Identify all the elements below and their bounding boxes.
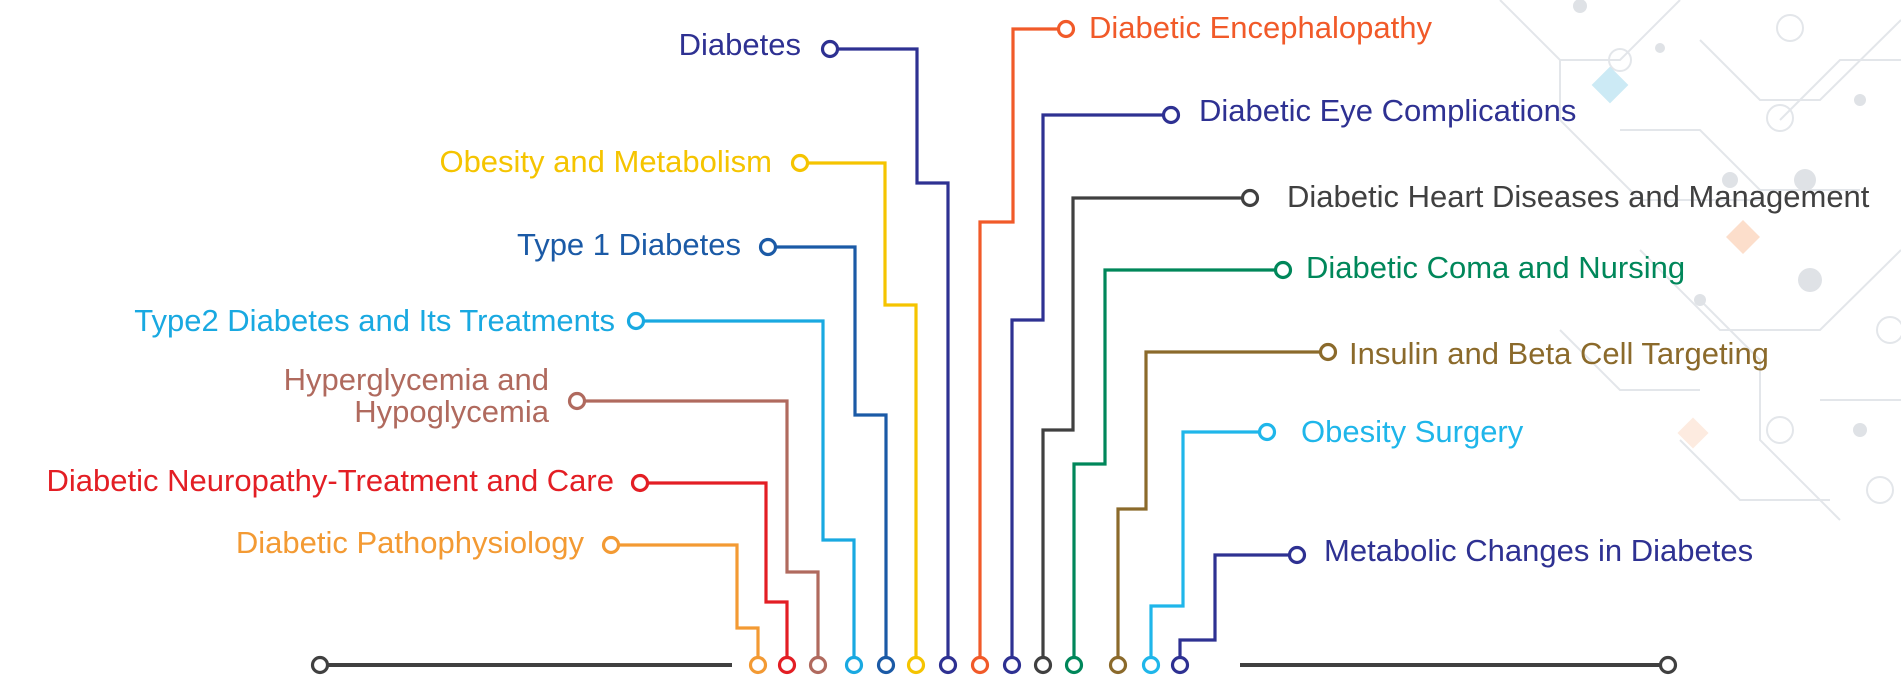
route-right-1: [1002, 105, 1181, 675]
topic-node-right-4: [1318, 342, 1338, 362]
topic-label-line-0: Hyperglycemia and: [283, 362, 549, 397]
bottom-node-left-5: [777, 655, 797, 675]
connector-line-left-6: [611, 543, 760, 658]
connector-line-right-1: [1010, 113, 1171, 658]
topic-label-left-3: Type2 Diabetes and Its Treatments: [134, 303, 615, 338]
connector-line-right-4: [1116, 350, 1328, 658]
connector-line-left-2: [768, 245, 888, 658]
topic-node-left-0: [820, 39, 840, 59]
connector-line-right-0: [978, 27, 1066, 658]
connector-line-right-5: [1149, 430, 1267, 658]
topic-node-left-4: [567, 391, 587, 411]
bottom-node-left-6: [748, 655, 768, 675]
bottom-node-left-3: [844, 655, 864, 675]
topic-label-right-6: Metabolic Changes in Diabetes: [1324, 533, 1754, 568]
connector-line-right-2: [1041, 196, 1250, 658]
bottom-node-right-6: [1170, 655, 1190, 675]
topic-node-right-5: [1257, 422, 1277, 442]
topic-node-left-1: [790, 153, 810, 173]
route-right-5: [1141, 422, 1277, 675]
topic-node-right-1: [1161, 105, 1181, 125]
route-left-2: [758, 237, 896, 675]
topic-label-right-4: Insulin and Beta Cell Targeting: [1349, 336, 1769, 371]
route-left-4: [567, 391, 828, 675]
topic-node-right-2: [1240, 188, 1260, 208]
topic-node-left-6: [601, 535, 621, 555]
topic-label-right-3: Diabetic Coma and Nursing: [1306, 250, 1686, 285]
topic-node-left-3: [626, 311, 646, 331]
topic-node-left-2: [758, 237, 778, 257]
route-right-6: [1170, 545, 1307, 675]
route-left-5: [630, 473, 797, 675]
bottom-node-right-0: [970, 655, 990, 675]
connector-line-right-6: [1178, 553, 1297, 658]
bottom-node-right-5: [1141, 655, 1161, 675]
bottom-node-left-1: [906, 655, 926, 675]
topic-label-right-5: Obesity Surgery: [1301, 414, 1524, 449]
route-left-3: [626, 311, 864, 675]
topic-label-line-1: Hypoglycemia: [354, 394, 549, 429]
topic-label-left-5: Diabetic Neuropathy-Treatment and Care: [46, 463, 614, 498]
route-right-3: [1064, 260, 1293, 675]
topic-node-right-6: [1287, 545, 1307, 565]
topic-label-left-0: Diabetes: [678, 27, 801, 62]
topic-label-left-2: Type 1 Diabetes: [516, 227, 741, 262]
baseline-right-end-node: [1658, 655, 1678, 675]
connector-line-left-1: [800, 161, 918, 658]
topic-node-right-0: [1056, 19, 1076, 39]
bottom-node-left-4: [808, 655, 828, 675]
connector-line-left-4: [577, 399, 820, 658]
connector-line-left-5: [640, 481, 789, 658]
bottom-node-right-1: [1002, 655, 1022, 675]
bottom-node-right-3: [1064, 655, 1084, 675]
route-right-0: [970, 19, 1076, 675]
topic-label-right-2: Diabetic Heart Diseases and Management: [1287, 179, 1870, 214]
topic-label-left-1: Obesity and Metabolism: [439, 144, 772, 179]
route-left-0: [820, 39, 958, 675]
route-right-4: [1108, 342, 1338, 675]
connector-line-left-3: [636, 319, 856, 658]
topic-label-right-1: Diabetic Eye Complications: [1199, 93, 1577, 128]
route-left-1: [790, 153, 926, 675]
bottom-node-left-2: [876, 655, 896, 675]
topic-node-left-5: [630, 473, 650, 493]
bottom-node-right-4: [1108, 655, 1128, 675]
bottom-node-right-2: [1033, 655, 1053, 675]
topic-node-right-3: [1273, 260, 1293, 280]
route-left-6: [601, 535, 768, 675]
baseline-left-end-node: [310, 655, 330, 675]
topic-label-left-6: Diabetic Pathophysiology: [235, 525, 584, 560]
circuit-background-decoration: [1499, 0, 1901, 521]
topic-label-right-0: Diabetic Encephalopathy: [1089, 10, 1432, 45]
connector-line-right-3: [1072, 268, 1283, 658]
route-right-2: [1033, 188, 1260, 675]
bottom-node-left-0: [938, 655, 958, 675]
connector-line-left-0: [830, 47, 950, 658]
